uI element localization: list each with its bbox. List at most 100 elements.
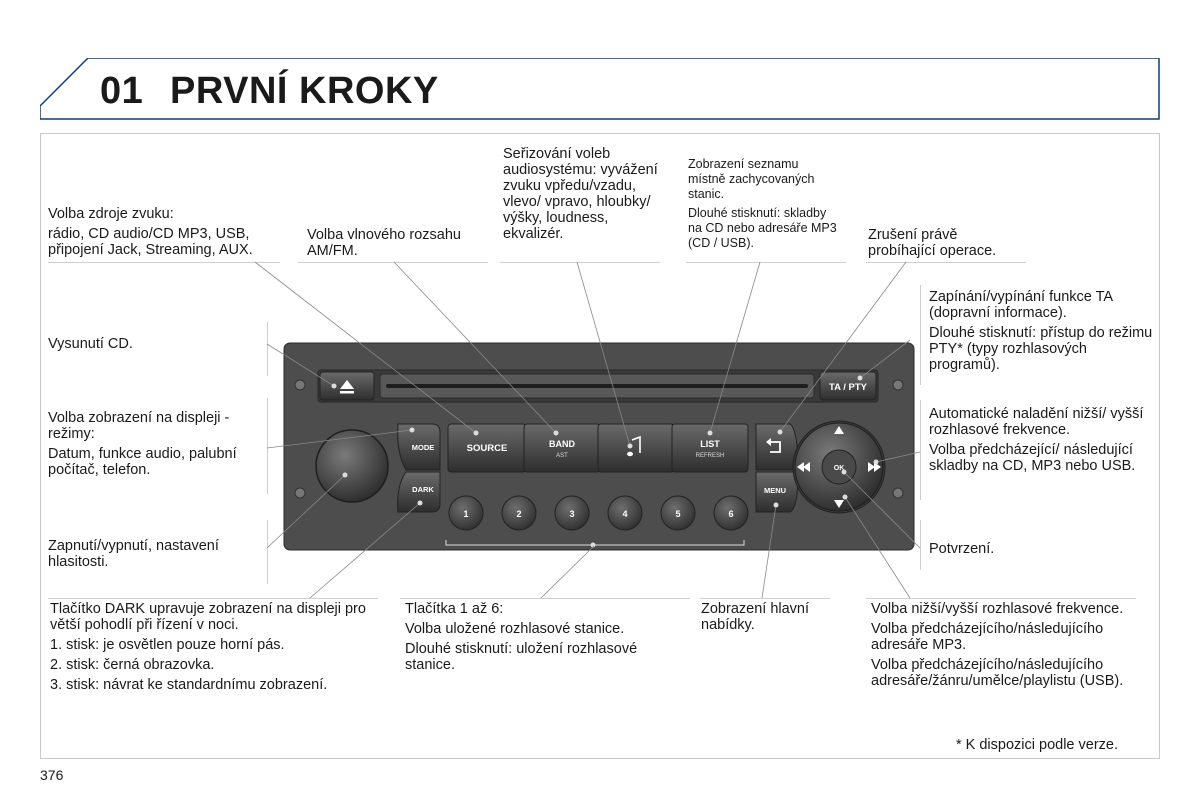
preset-button-5[interactable] bbox=[660, 495, 696, 531]
annotation-text: Volba vlnového rozsahu AM/FM. bbox=[307, 227, 461, 259]
divider bbox=[866, 598, 1136, 599]
annotation-cancel-operation: Zrušení právě probíhající operace. bbox=[868, 227, 1018, 259]
mode-label: MODE bbox=[412, 443, 435, 452]
annotation-text: 1. stisk: je osvětlen pouze horní pás. bbox=[50, 637, 285, 653]
annotation-text: Dlouhé stisknutí: uložení rozhlasové sta… bbox=[405, 641, 638, 673]
divider bbox=[298, 262, 488, 263]
mode-button[interactable] bbox=[397, 423, 441, 471]
audio-settings-button[interactable] bbox=[597, 423, 675, 473]
source-label: SOURCE bbox=[467, 443, 508, 454]
divider bbox=[920, 400, 921, 500]
annotation-text: Volba zobrazení na displeji - režimy: bbox=[48, 410, 230, 442]
annotation-text: Tlačítka 1 až 6: bbox=[405, 601, 504, 617]
band-sublabel: AST bbox=[556, 453, 568, 459]
annotation-dark-button: Tlačítko DARK upravuje zobrazení na disp… bbox=[50, 601, 385, 693]
chapter-number: 01 bbox=[100, 70, 144, 112]
annotation-list-display: Zobrazení seznamu místně zachycovaných s… bbox=[688, 157, 838, 251]
annotation-text: Vysunutí CD. bbox=[48, 336, 133, 352]
annotation-eject: Vysunutí CD. bbox=[48, 336, 248, 352]
annotation-text: 3. stisk: návrat ke standardnímu zobraze… bbox=[50, 677, 328, 693]
band-label: BAND bbox=[549, 439, 575, 449]
arrow-up-icon[interactable] bbox=[834, 426, 844, 434]
ok-label: OK bbox=[834, 465, 845, 472]
divider bbox=[700, 598, 830, 599]
list-sublabel: REFRESH bbox=[696, 453, 725, 459]
annotation-text: Zapínání/vypínání funkce TA (dopravní in… bbox=[929, 289, 1113, 321]
volume-knob[interactable] bbox=[315, 429, 389, 503]
divider bbox=[500, 262, 660, 263]
annotation-text: Automatické naladění nižší/ vyšší rozhla… bbox=[929, 406, 1144, 438]
preset-label: 2 bbox=[516, 509, 521, 519]
preset-label: 6 bbox=[728, 509, 733, 519]
annotation-text: Zobrazení hlavní nabídky. bbox=[701, 601, 810, 633]
eject-icon bbox=[340, 380, 354, 394]
annotation-text: Volba předcházející/ následující skladby… bbox=[929, 442, 1136, 474]
dark-label: DARK bbox=[412, 485, 434, 494]
annotation-ta-pty: Zapínání/vypínání funkce TA (dopravní in… bbox=[929, 289, 1159, 373]
annotation-main-menu: Zobrazení hlavní nabídky. bbox=[701, 601, 831, 633]
annotation-band-select: Volba vlnového rozsahu AM/FM. bbox=[307, 227, 487, 259]
annotation-auto-tune: Automatické naladění nižší/ vyšší rozhla… bbox=[929, 406, 1159, 474]
content-frame bbox=[40, 133, 1160, 759]
divider bbox=[866, 262, 1026, 263]
annotation-text: Zapnutí/vypnutí, nastavení hlasitosti. bbox=[48, 538, 219, 570]
rewind-icon[interactable] bbox=[797, 462, 810, 472]
preset-buttons: 1 2 3 4 5 6 bbox=[448, 495, 749, 531]
divider bbox=[400, 598, 690, 599]
annotation-audio-settings: Seřizování voleb audiosystému: vyvážení … bbox=[503, 146, 663, 242]
annotation-text: Zobrazení seznamu místně zachycovaných s… bbox=[688, 157, 815, 201]
list-label: LIST bbox=[700, 439, 720, 449]
divider bbox=[48, 262, 280, 263]
fast-forward-icon[interactable] bbox=[868, 462, 881, 472]
divider bbox=[267, 398, 268, 494]
divider bbox=[48, 598, 378, 599]
back-button[interactable] bbox=[755, 423, 799, 471]
back-arrow-icon bbox=[766, 438, 781, 453]
annotation-display-mode: Volba zobrazení na displeji - režimy: Da… bbox=[48, 410, 263, 478]
annotation-text: Volba předcházejícího/následujícího adre… bbox=[871, 657, 1124, 689]
annotation-text: Volba zdroje zvuku: bbox=[48, 206, 174, 222]
preset-label: 3 bbox=[569, 509, 574, 519]
music-note-icon bbox=[627, 435, 641, 457]
chapter-title: PRVNÍ KROKY bbox=[170, 70, 439, 112]
divider bbox=[920, 520, 921, 570]
menu-label: MENU bbox=[764, 486, 786, 495]
annotation-text: Volba nižší/vyšší rozhlasové frekvence. bbox=[871, 601, 1124, 617]
divider bbox=[686, 262, 846, 263]
footnote: * K dispozici podle verze. bbox=[956, 737, 1118, 753]
divider bbox=[920, 285, 921, 385]
annotation-text: Datum, funkce audio, palubní počítač, te… bbox=[48, 446, 237, 478]
preset-button-2[interactable] bbox=[501, 495, 537, 531]
annotation-text: Seřizování voleb audiosystému: vyvážení … bbox=[503, 146, 658, 242]
annotation-text: Zrušení právě probíhající operace. bbox=[868, 227, 997, 259]
annotation-frequency-select: Volba nižší/vyšší rozhlasové frekvence. … bbox=[871, 601, 1146, 689]
annotation-text: Dlouhé stisknutí: přístup do režimu PTY*… bbox=[929, 325, 1153, 373]
annotation-presets: Tlačítka 1 až 6: Volba uložené rozhlasov… bbox=[405, 601, 685, 673]
divider bbox=[267, 322, 268, 376]
annotation-text: Volba uložené rozhlasové stanice. bbox=[405, 621, 625, 637]
preset-button-1[interactable] bbox=[448, 495, 484, 531]
dark-button[interactable] bbox=[397, 471, 441, 513]
annotation-source-select: Volba zdroje zvuku: rádio, CD audio/CD M… bbox=[48, 206, 288, 258]
annotation-text: rádio, CD audio/CD MP3, USB, připojení J… bbox=[48, 226, 253, 258]
preset-label: 1 bbox=[463, 509, 468, 519]
divider bbox=[267, 520, 268, 584]
page-number: 376 bbox=[40, 767, 64, 783]
preset-button-6[interactable] bbox=[713, 495, 749, 531]
annotation-confirm: Potvrzení. bbox=[929, 541, 1129, 557]
arrow-down-icon[interactable] bbox=[834, 500, 844, 508]
annotation-text: Tlačítko DARK upravuje zobrazení na disp… bbox=[50, 601, 366, 633]
preset-button-4[interactable] bbox=[607, 495, 643, 531]
annotation-text: 2. stisk: černá obrazovka. bbox=[50, 657, 215, 673]
annotation-text: Potvrzení. bbox=[929, 541, 995, 557]
chapter-header-frame bbox=[40, 58, 1160, 120]
annotation-text: Dlouhé stisknutí: skladby na CD nebo adr… bbox=[688, 206, 837, 250]
preset-label: 5 bbox=[675, 509, 680, 519]
callout-lines bbox=[254, 261, 921, 599]
list-button[interactable] bbox=[671, 423, 749, 473]
annotation-power-volume: Zapnutí/vypnutí, nastavení hlasitosti. bbox=[48, 538, 263, 570]
preset-button-3[interactable] bbox=[554, 495, 590, 531]
ta-pty-label: TA / PTY bbox=[829, 382, 868, 393]
preset-label: 4 bbox=[622, 509, 627, 519]
